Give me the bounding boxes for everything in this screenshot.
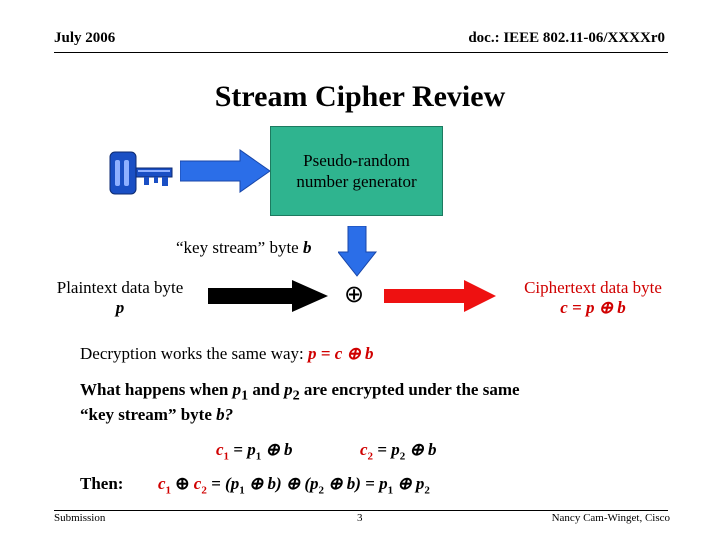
ciphertext-arrow (384, 280, 496, 312)
then-equation: c1 ⊕ c2 = (p1 ⊕ b) ⊕ (p2 ⊕ b) = p1 ⊕ p2 (158, 474, 430, 497)
footer-rule (54, 510, 668, 511)
decryption-line: Decryption works the same way: p = c ⊕ b (80, 344, 374, 363)
keystream-label: “key stream” byte b (176, 238, 312, 257)
ciphertext-label: Ciphertext data byte c = p ⊕ b (524, 278, 662, 317)
equation-c1: c1 = p1 ⊕ b (216, 440, 293, 463)
slide-title: Stream Cipher Review (214, 80, 506, 113)
header-rule (54, 52, 668, 53)
key-to-prng-arrow (180, 149, 271, 193)
then-label: Then: (80, 474, 124, 493)
header-date: July 2006 (54, 30, 116, 46)
footer-author: Nancy Cam-Winget, Cisco (551, 512, 670, 524)
question-text: What happens when p1 and p2 are encrypte… (80, 380, 520, 425)
header-doc-id: doc.: IEEE 802.11-06/XXXXr0 (468, 30, 665, 46)
equation-c2: c2 = p2 ⊕ b (360, 440, 437, 463)
keystream-down-arrow (338, 226, 378, 277)
prng-label-line1: Pseudo-random (303, 151, 410, 170)
footer-page-number: 3 (357, 512, 363, 524)
xor-symbol: ⊕ (344, 282, 365, 308)
plaintext-arrow (208, 280, 328, 312)
prng-box: Pseudo-random number generator (270, 126, 443, 216)
footer-submission: Submission (54, 512, 106, 524)
plaintext-label: Plaintext data byte p (56, 278, 184, 317)
key-icon (109, 151, 173, 195)
prng-label-line2: number generator (296, 172, 417, 191)
